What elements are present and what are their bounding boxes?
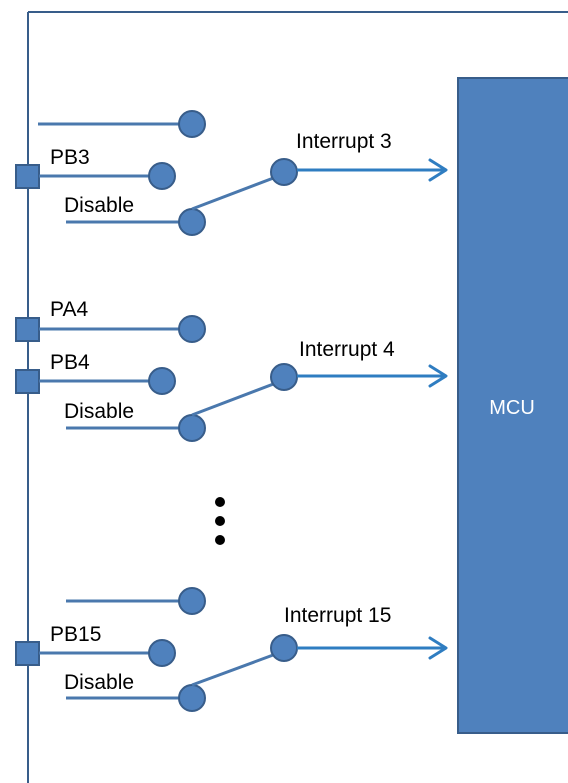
unlabeled-input-node bbox=[178, 587, 206, 615]
mcu-label: MCU bbox=[489, 397, 535, 419]
disable-node bbox=[178, 684, 206, 712]
pin-label-pb3: PB3 bbox=[50, 146, 90, 169]
mux-group-4: PA4 PB4 Disable Interrupt 4 bbox=[15, 298, 448, 442]
interrupt-4-label: Interrupt 4 bbox=[299, 338, 395, 361]
switch-common-node bbox=[270, 634, 298, 662]
pin-label-pa4: PA4 bbox=[50, 298, 88, 321]
pin-label-pb4: PB4 bbox=[50, 351, 90, 374]
pb4-node bbox=[148, 367, 176, 395]
switch-common-node bbox=[270, 158, 298, 186]
switch-arm bbox=[191, 649, 285, 687]
disable-node bbox=[178, 414, 206, 442]
interrupt-15-arrowhead bbox=[428, 636, 448, 660]
mux-group-15: PB15 Disable Interrupt 15 bbox=[15, 587, 448, 712]
interrupt-3-arrowhead bbox=[428, 158, 448, 182]
pin-pb4 bbox=[15, 369, 40, 394]
interrupt-4-arrowhead bbox=[428, 364, 448, 388]
interrupt-15-label: Interrupt 15 bbox=[284, 604, 391, 627]
unlabeled-input-node bbox=[178, 110, 206, 138]
disable-label: Disable bbox=[64, 400, 134, 423]
interrupt-3-label: Interrupt 3 bbox=[296, 130, 392, 153]
mux-group-3: PB3 Disable Interrupt 3 bbox=[15, 110, 448, 236]
switch-arm bbox=[191, 378, 285, 417]
disable-label: Disable bbox=[64, 671, 134, 694]
pa4-node bbox=[178, 315, 206, 343]
ellipsis-dot bbox=[215, 516, 225, 526]
pb15-node bbox=[148, 639, 176, 667]
disable-node bbox=[178, 208, 206, 236]
ellipsis-icon bbox=[215, 497, 225, 545]
ellipsis-dot bbox=[215, 535, 225, 545]
pin-pb3 bbox=[15, 164, 40, 189]
switch-common-node bbox=[270, 363, 298, 391]
disable-label: Disable bbox=[64, 194, 134, 217]
pin-pa4 bbox=[15, 317, 40, 342]
pin-label-pb15: PB15 bbox=[50, 623, 101, 646]
mcu-block bbox=[457, 77, 568, 734]
ellipsis-dot bbox=[215, 497, 225, 507]
switch-arm bbox=[191, 172, 285, 211]
pin-pb15 bbox=[15, 641, 40, 666]
pb3-node bbox=[148, 162, 176, 190]
